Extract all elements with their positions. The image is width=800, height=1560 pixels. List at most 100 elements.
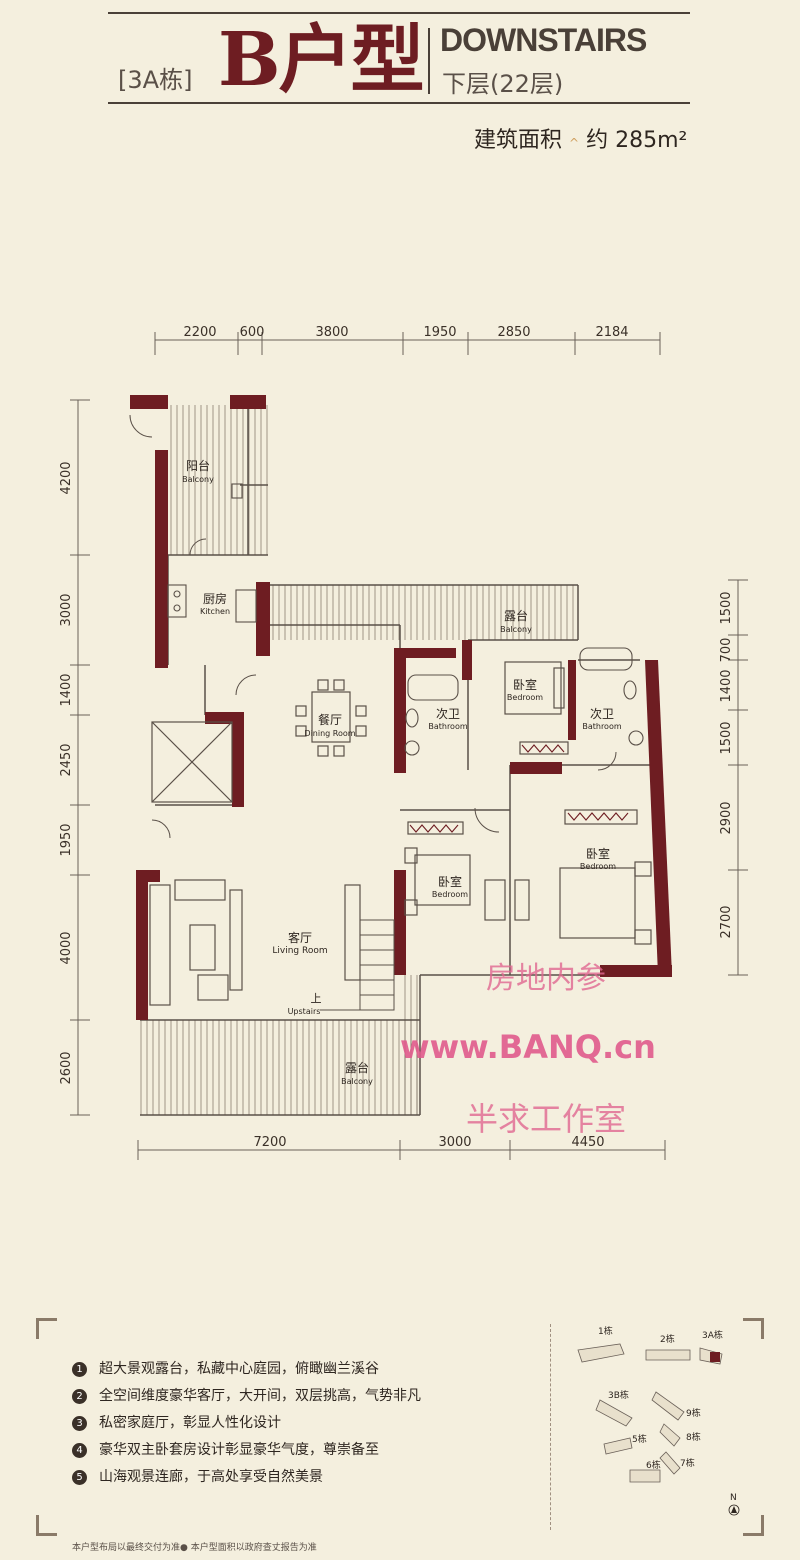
room-terrace-top-cn: 露台 [504,608,528,623]
site-bldg-3a: 3A栋 [702,1329,723,1341]
room-bedroom-right-en: Bedroom [580,862,616,871]
stairs [320,919,395,1011]
feature-box [36,1318,764,1536]
terrace-top-hatch [268,585,578,640]
room-bath-left-cn: 次卫 [436,707,460,721]
dim-bottom-2: 4450 [571,1135,604,1150]
feature-item: 4 豪华双主卧套房设计彰显豪华气度，尊崇备至 [72,1439,379,1459]
feature-item: 1 超大景观露台，私藏中心庭园，俯瞰幽兰溪谷 [72,1358,379,1378]
north-arrow-icon [728,1504,740,1516]
dim-left-1: 3000 [59,593,74,626]
unit-type-title: B户型 [218,17,425,103]
dim-top-2: 3800 [315,325,348,340]
corner-br [743,1515,764,1536]
footnote: 本户型布局以最终交付为准● 本户型面积以政府查丈报告为准 [72,1543,317,1553]
room-stairs-cn: 上 [311,992,322,1005]
area-label-text: 建筑面积 [474,128,563,153]
feature-number: 2 [72,1389,87,1404]
building-label: [3A栋] [118,60,192,95]
watermark-line3: 半求工作室 [466,1100,626,1138]
room-bath-left-en: Bathroom [428,722,468,731]
feature-text: 私密家庭厅，彰显人性化设计 [99,1415,281,1431]
floor-plan: 2200 600 3800 1950 2850 2184 4200 3000 1… [59,325,748,1160]
site-bldg-7: 7栋 [680,1457,695,1469]
dim-right-0: 1500 [719,591,734,624]
feature-item: 5 山海观景连廊，于高处享受自然美景 [72,1466,323,1486]
room-bedroom-top-en: Bedroom [507,693,543,702]
kitchen-fixtures [167,483,257,623]
dim-top-4: 2850 [497,325,530,340]
corner-bl [36,1515,57,1536]
corner-tr [743,1318,764,1339]
feature-text: 超大景观露台，私藏中心庭园，俯瞰幽兰溪谷 [99,1361,379,1377]
dim-bottom-0: 7200 [253,1135,286,1150]
room-bedroom-mid-cn: 卧室 [438,874,462,889]
building-name: 3A栋 [127,66,184,94]
dim-left-4: 1950 [59,823,74,856]
site-map-highlight [710,1352,720,1362]
room-balcony-cn: 阳台 [186,458,210,473]
site-bldg-3b: 3B栋 [608,1389,629,1401]
feature-number: 1 [72,1362,87,1377]
structural-walls [130,395,672,1020]
terrace-bottom-right-hatch [400,975,420,1115]
watermark-line2: www.BANQ.cn [400,1028,656,1066]
area-label: 建筑面积 ^ 约 285m² [474,122,687,154]
dim-left-2: 1400 [59,673,74,706]
dim-right-4: 2900 [719,801,734,834]
watermark-line1: 房地内参 [486,961,606,996]
bracket-right: ] [183,66,193,94]
bedroom-furniture [404,661,652,945]
room-bath-right-cn: 次卫 [590,707,614,721]
balcony-hatch [168,405,268,555]
terrace-bottom-hatch [140,1020,420,1115]
dim-right-5: 2700 [719,905,734,938]
north-label: N [730,1493,737,1503]
dim-top-0: 2200 [183,325,216,340]
site-bldg-6: 6栋 [646,1459,661,1471]
living-furniture [149,879,361,1006]
room-bedroom-right-cn: 卧室 [586,846,610,861]
feature-item: 2 全空间维度豪华客厅，大开间，双层挑高，气势非凡 [72,1385,421,1405]
dim-top-3: 1950 [423,325,456,340]
feature-number: 4 [72,1443,87,1458]
dim-right-1: 700 [719,638,734,663]
wardrobe-hatch [409,744,629,833]
room-bedroom-mid-en: Bedroom [432,890,468,899]
feature-number: 3 [72,1416,87,1431]
room-terrace-top-en: Balcony [500,625,532,634]
feature-text: 山海观景连廊，于高处享受自然美景 [99,1469,323,1485]
feature-text: 全空间维度豪华客厅，大开间，双层挑高，气势非凡 [99,1388,421,1404]
site-map: 1栋 2栋 3A栋 3B栋 9栋 5栋 8栋 7栋 6栋 N [577,1325,740,1516]
room-terrace-bottom-cn: 露台 [345,1060,369,1075]
feature-box-divider [550,1324,552,1530]
feature-number: 5 [72,1470,87,1485]
dim-bottom-1: 3000 [438,1135,471,1150]
corner-tl [36,1318,57,1339]
dim-top-1: 600 [240,325,265,340]
header-divider [428,28,430,94]
floor-label: 下层(22层) [442,70,564,98]
dim-left-0: 4200 [59,461,74,494]
room-dining-cn: 餐厅 [318,712,342,727]
site-bldg-9: 9栋 [686,1407,701,1419]
site-bldg-2: 2栋 [660,1333,675,1345]
dim-left-3: 2450 [59,743,74,776]
area-value: 约 285m² [586,128,688,153]
room-stairs-en: Upstairs [288,1007,321,1016]
feature-item: 3 私密家庭厅，彰显人性化设计 [72,1412,281,1432]
room-living-en: Living Room [272,946,327,956]
door-swings [129,414,617,839]
room-living-cn: 客厅 [288,930,312,945]
feature-text: 豪华双主卧套房设计彰显豪华气度，尊崇备至 [99,1442,379,1458]
site-bldg-1: 1栋 [598,1325,613,1337]
bracket-left: [ [118,66,128,94]
dim-left-6: 2600 [59,1051,74,1084]
room-dining-en: Dining Room [304,729,355,738]
elevator-shaft [151,721,233,803]
dim-left-5: 4000 [59,931,74,964]
bathroom-fixtures [404,647,644,756]
room-balcony-en: Balcony [182,475,214,484]
room-bedroom-top-cn: 卧室 [513,677,537,692]
header-bottom-rule [108,102,690,104]
